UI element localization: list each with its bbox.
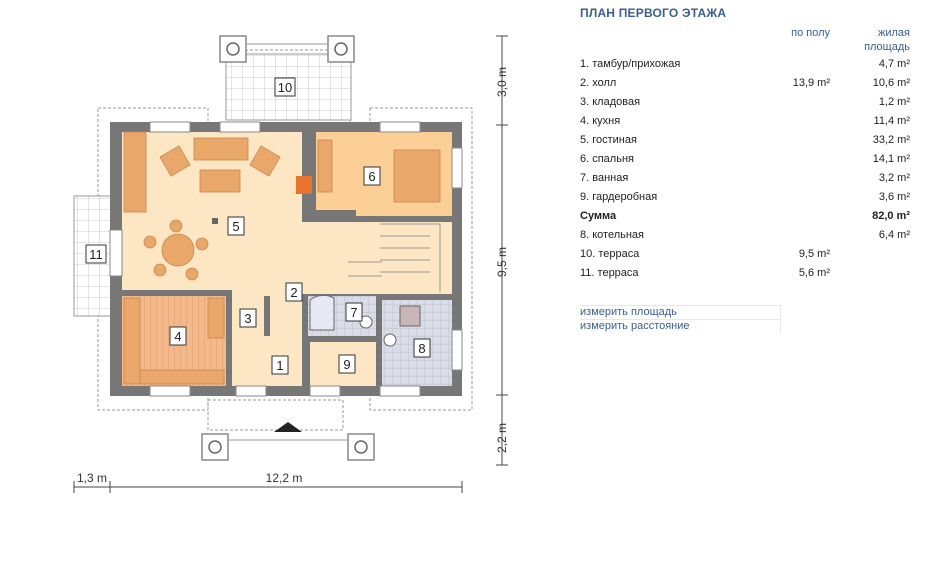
room-4-box (169, 326, 187, 346)
room-7-box (345, 302, 363, 322)
dim-top-right: 3,0 m (495, 67, 509, 97)
row-label: 10. терраса (580, 248, 640, 260)
row-living-area: 6,4 m² (878, 229, 910, 241)
dimension-labels: 3,0 m 9,5 m 2,2 m 1,3 m 12,2 m (77, 67, 509, 485)
row-label: 3. кладовая (580, 96, 641, 108)
legend-row: Сумма 82,0 m² (580, 210, 912, 229)
room-9-box (338, 354, 356, 374)
legend-row: 4. кухня 11,4 m² (580, 115, 912, 134)
legend-row: 1. тамбур/прихожая 4,7 m² (580, 58, 912, 77)
room-6-label: 6 (368, 169, 375, 184)
room-labels: 1 2 3 4 5 6 7 8 9 10 11 (85, 77, 431, 375)
dim-bottom-left: 1,3 m (77, 471, 107, 485)
row-living-area: 33,2 m² (872, 134, 910, 146)
legend-row: 3. кладовая 1,2 m² (580, 96, 912, 115)
dim-bottom-width: 12,2 m (266, 471, 303, 485)
row-label: 9. гардеробная (580, 191, 658, 203)
porch-bottom (201, 422, 375, 461)
measure-distance-link[interactable]: измерить расстояние (580, 319, 781, 333)
legend-row: 10. терраса 9,5 m² (580, 248, 912, 267)
room-3-label: 3 (244, 311, 251, 326)
row-floor-area: 9,5 m² (798, 248, 830, 260)
row-living-area: 4,7 m² (878, 58, 910, 70)
row-label: 4. кухня (580, 115, 621, 127)
row-living-area: 82,0 m² (872, 210, 910, 222)
room-8-box (413, 338, 431, 358)
row-floor-area: 5,6 m² (798, 267, 830, 279)
col-living-header-1: жилая (878, 27, 910, 39)
row-label: 2. холл (580, 77, 617, 89)
row-living-area: 10,6 m² (872, 77, 910, 89)
room-6-box (363, 166, 381, 186)
col-living-header-2: площадь (864, 41, 910, 53)
col-floor-header: по полу (791, 27, 830, 39)
legend-row: 6. спальня 14,1 m² (580, 153, 912, 172)
legend-row: 11. терраса 5,6 m² (580, 267, 912, 286)
row-living-area: 14,1 m² (872, 153, 910, 165)
row-label: 7. ванная (580, 172, 629, 184)
room-11-label: 11 (89, 247, 103, 262)
row-label: Сумма (580, 210, 617, 222)
furniture (123, 131, 441, 385)
row-label: 11. терраса (580, 267, 639, 279)
room-5-box (227, 216, 245, 236)
room-10-box (274, 77, 296, 97)
legend-row: 7. ванная 3,2 m² (580, 172, 912, 191)
room-2-label: 2 (290, 285, 297, 300)
dim-bottom-right: 2,2 m (495, 423, 509, 453)
room-8-label: 8 (418, 341, 425, 356)
legend-row: 5. гостиная 33,2 m² (580, 134, 912, 153)
measure-area-link[interactable]: измерить площадь (580, 305, 781, 319)
room-4-label: 4 (174, 329, 181, 344)
room-1-label: 1 (276, 358, 283, 373)
room-9-label: 9 (343, 357, 350, 372)
room-2-box (285, 282, 303, 302)
bath-fixtures (309, 294, 421, 347)
stairs (348, 223, 441, 292)
row-living-area: 11,4 m² (873, 115, 910, 127)
row-living-area: 3,6 m² (878, 191, 910, 203)
interior-walls (122, 132, 382, 386)
room-1-box (271, 355, 289, 375)
row-label: 1. тамбур/прихожая (580, 58, 681, 70)
room-11-box (85, 244, 107, 264)
dim-middle-right: 9,5 m (495, 247, 509, 277)
room-10-label: 10 (278, 80, 292, 95)
legend-row: 2. холл 13,9 m² 10,6 m² (580, 77, 912, 96)
row-label: 8. котельная (580, 229, 645, 241)
windows (109, 121, 463, 397)
legend-title: ПЛАН ПЕРВОГО ЭТАЖА (580, 6, 727, 20)
legend-row: 8. котельная 6,4 m² (580, 229, 912, 248)
floor-plan: 1 2 3 4 5 6 7 8 9 10 11 3,0 m 9,5 m 2,2 m 1,3 m 12… (73, 35, 509, 493)
room-3-box (239, 308, 257, 328)
row-label: 5. гостиная (580, 134, 637, 146)
row-floor-area: 13,9 m² (792, 77, 830, 89)
room-5-label: 5 (232, 219, 239, 234)
legend-row: 9. гардеробная 3,6 m² (580, 191, 912, 210)
row-living-area: 3,2 m² (878, 172, 910, 184)
terrace-10 (219, 35, 355, 121)
fireplace (212, 176, 312, 224)
row-label: 6. спальня (580, 153, 634, 165)
dimension-lines (73, 35, 508, 493)
room-7-label: 7 (350, 305, 357, 320)
row-living-area: 1,2 m² (878, 96, 910, 108)
